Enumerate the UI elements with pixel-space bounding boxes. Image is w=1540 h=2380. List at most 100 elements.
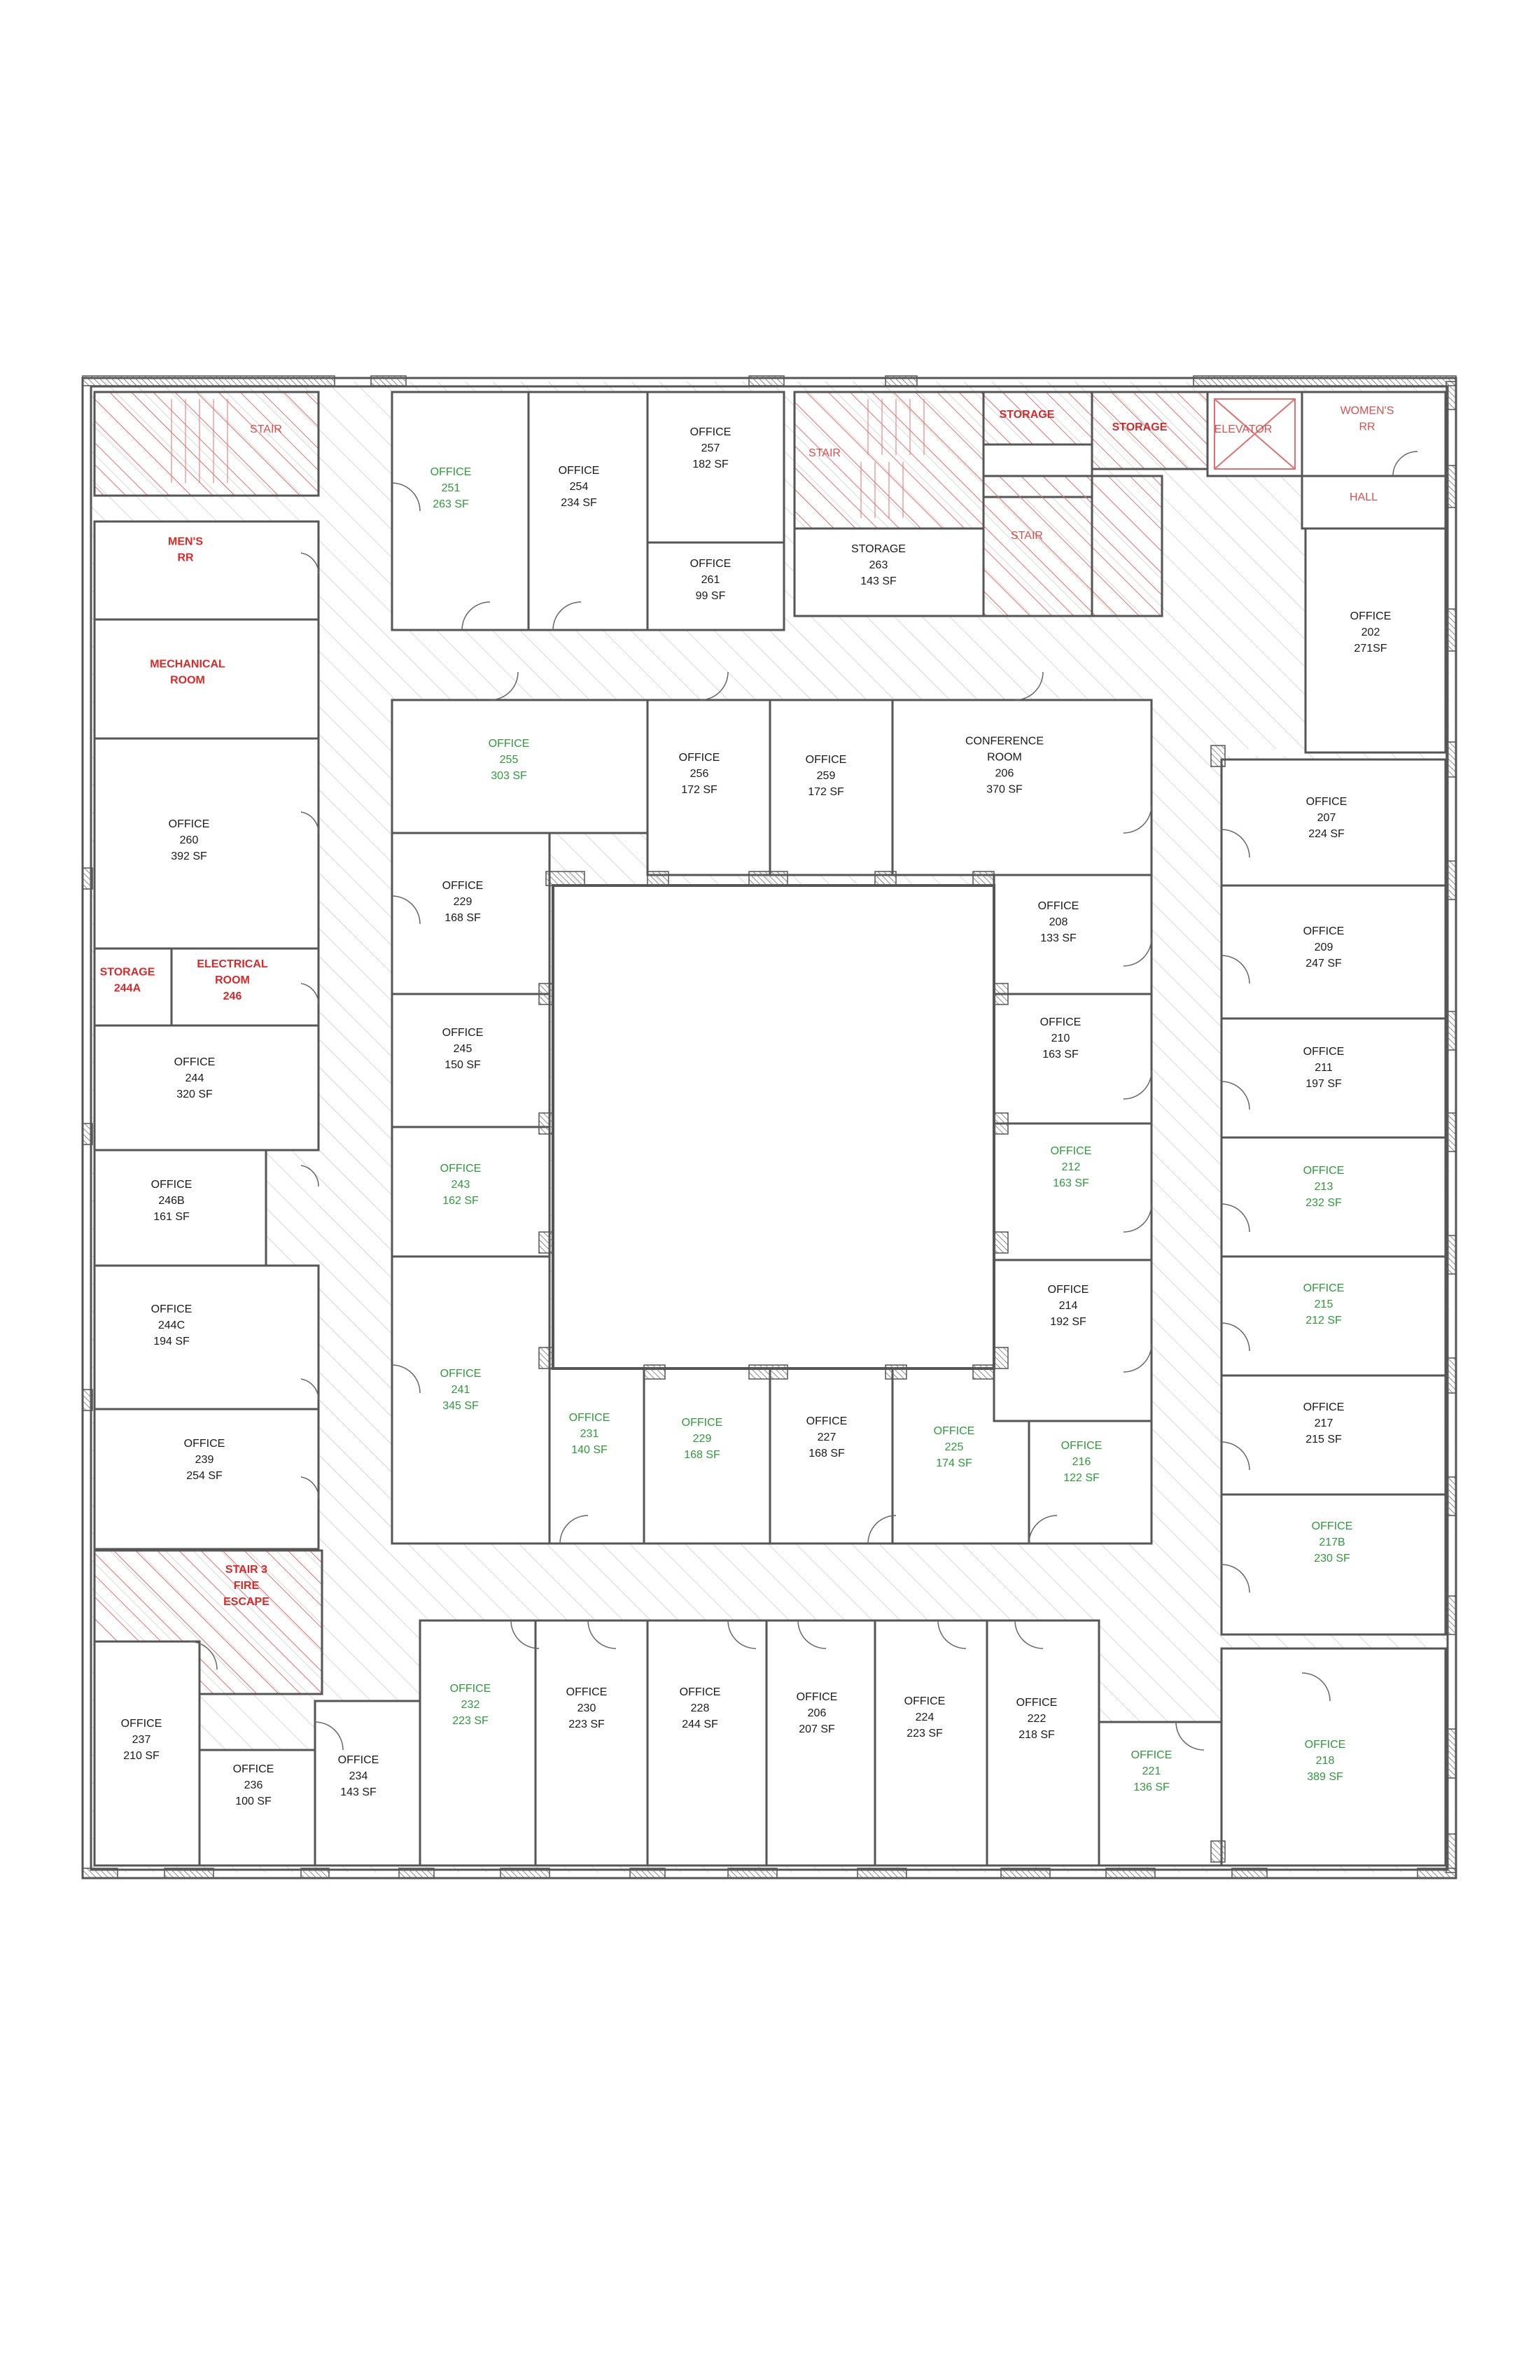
room-label-line: RR bbox=[177, 552, 194, 564]
room-label-line: 271SF bbox=[1354, 643, 1387, 654]
room-label-line: 168 SF bbox=[808, 1448, 845, 1460]
room-label-line: OFFICE bbox=[797, 1691, 838, 1703]
room-label-line: OFFICE bbox=[806, 1415, 848, 1427]
room-label-line: 232 bbox=[461, 1699, 480, 1711]
room-label-stair-nw: STAIR bbox=[250, 424, 282, 435]
room-label-line: 163 SF bbox=[1042, 1049, 1079, 1060]
room-label-line: OFFICE bbox=[450, 1683, 491, 1695]
room-label-line: MECHANICAL bbox=[150, 659, 225, 671]
room-label-line: OFFICE bbox=[1350, 610, 1392, 622]
room-label-line: OFFICE bbox=[1038, 900, 1079, 912]
room-label-line: OFFICE bbox=[690, 426, 732, 438]
room-label-line: 225 bbox=[945, 1441, 964, 1453]
room-label-line: 143 SF bbox=[860, 575, 897, 587]
room-label-line: 256 bbox=[690, 768, 709, 780]
room-label-line: OFFICE bbox=[680, 1686, 721, 1698]
room-label-line: FIRE bbox=[234, 1580, 260, 1592]
room-label-line: 244A bbox=[114, 983, 141, 995]
room-label-line: 236 bbox=[244, 1779, 263, 1791]
room-label-line: 232 SF bbox=[1306, 1197, 1342, 1209]
room-label-line: 143 SF bbox=[340, 1786, 377, 1798]
room-label-line: 207 SF bbox=[799, 1723, 835, 1735]
room-label-line: 210 bbox=[1051, 1032, 1070, 1044]
room-label-line: 263 SF bbox=[433, 498, 469, 510]
room-label-line: STORAGE bbox=[1000, 409, 1055, 421]
room-label-line: 230 bbox=[578, 1702, 596, 1714]
room-label-line: 214 bbox=[1059, 1300, 1078, 1312]
room-label-line: STORAGE bbox=[851, 543, 906, 555]
room-label-line: 217B bbox=[1319, 1536, 1345, 1548]
room-label-line: 246B bbox=[158, 1195, 184, 1207]
room-label-line: 255 bbox=[500, 754, 519, 766]
room-label-line: 389 SF bbox=[1307, 1771, 1343, 1783]
room-label-line: 168 SF bbox=[684, 1449, 720, 1461]
room-label-line: 241 bbox=[451, 1384, 470, 1396]
room-label-line: 215 bbox=[1315, 1298, 1334, 1310]
room-label-line: 140 SF bbox=[571, 1444, 608, 1456]
room-label-line: 161 SF bbox=[153, 1211, 190, 1223]
room-label-line: 99 SF bbox=[696, 590, 726, 602]
room-label-line: OFFICE bbox=[679, 752, 720, 764]
room-label-line: 229 bbox=[454, 896, 472, 908]
room-label-stair-top-left: STAIR bbox=[808, 447, 841, 459]
room-label-line: 133 SF bbox=[1040, 932, 1077, 944]
room-label-office-210: OFFICE 210 163 SF bbox=[1040, 1016, 1082, 1060]
room-label-line: OFFICE bbox=[338, 1754, 379, 1766]
room-label-line: CONFERENCE bbox=[965, 736, 1044, 748]
room-label-line: 207 bbox=[1317, 812, 1336, 824]
room-label-line: OFFICE bbox=[806, 754, 847, 766]
room-label-line: ELECTRICAL bbox=[197, 958, 268, 970]
room-label-line: 261 bbox=[701, 574, 720, 586]
room-label-line: OFFICE bbox=[489, 738, 530, 750]
room-label-line: 192 SF bbox=[1050, 1316, 1086, 1328]
room-label-line: OFFICE bbox=[1305, 1739, 1346, 1751]
room-label-line: OFFICE bbox=[1040, 1016, 1082, 1028]
room-label-line: 172 SF bbox=[681, 784, 718, 796]
room-label-line: 230 SF bbox=[1314, 1553, 1350, 1564]
room-label-line: 244 bbox=[186, 1072, 204, 1084]
room-label-storage-263: STORAGE 263 143 SF bbox=[851, 543, 906, 587]
room-label-line: ESCAPE bbox=[223, 1596, 270, 1608]
room-label-line: 210 SF bbox=[123, 1750, 160, 1762]
door-swings bbox=[188, 451, 1418, 1751]
room-label-line: 168 SF bbox=[444, 912, 481, 924]
room-label-line: WOMEN'S bbox=[1340, 405, 1394, 417]
room-label-line: 259 bbox=[817, 770, 836, 782]
room-label-line: OFFICE bbox=[442, 880, 484, 892]
room-label-line: 370 SF bbox=[986, 784, 1023, 796]
room-label-line: OFFICE bbox=[151, 1179, 192, 1191]
room-label-line: 263 bbox=[869, 559, 888, 571]
room-label-line: 257 bbox=[701, 442, 720, 454]
room-label-line: RR bbox=[1359, 421, 1375, 433]
room-label-line: 303 SF bbox=[491, 770, 527, 782]
room-label-line: OFFICE bbox=[1051, 1145, 1092, 1157]
room-label-line: 216 bbox=[1072, 1456, 1091, 1468]
room-label-line: OFFICE bbox=[121, 1718, 162, 1730]
room-label-line: 246 bbox=[223, 990, 242, 1002]
room-label-line: OFFICE bbox=[430, 466, 472, 478]
room-label-line: 244C bbox=[158, 1320, 185, 1331]
room-label-line: 212 bbox=[1062, 1161, 1081, 1173]
room-label-line: 234 SF bbox=[561, 497, 597, 509]
room-label-line: ELEVATOR bbox=[1214, 424, 1273, 435]
room-label-line: 197 SF bbox=[1306, 1078, 1342, 1090]
room-label-line: 174 SF bbox=[936, 1457, 972, 1469]
